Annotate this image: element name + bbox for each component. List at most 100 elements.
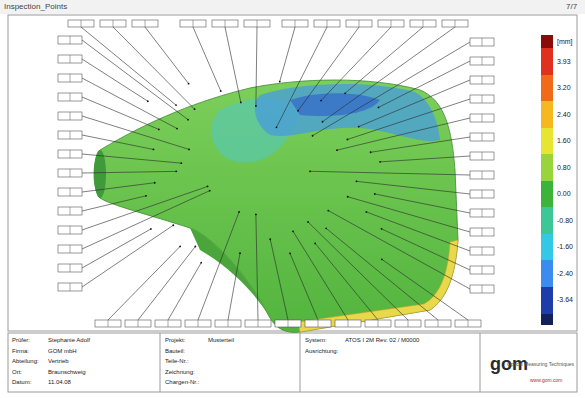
- leader-line: [108, 246, 180, 320]
- logo-tagline: Optical Measuring Techniques: [507, 362, 574, 367]
- footer-divider: [300, 333, 301, 392]
- leader-line: [256, 27, 257, 106]
- callout-box: [245, 320, 271, 327]
- inspection-point: [381, 228, 383, 230]
- callout-box: [58, 55, 82, 63]
- field-name: Bauteil:: [165, 348, 185, 354]
- inspection-point: [347, 196, 349, 198]
- leader-line: [371, 137, 470, 152]
- leader-line: [347, 99, 470, 139]
- inspection-point: [179, 245, 181, 247]
- callout-divider: [288, 320, 289, 327]
- report-title: Inspection_Points: [4, 3, 67, 11]
- part-flap: [190, 228, 270, 318]
- inspection-point: [145, 195, 147, 197]
- callout-box: [455, 320, 481, 327]
- leader-line: [310, 171, 470, 175]
- callout-box: [470, 266, 494, 274]
- leader-line: [82, 154, 181, 163]
- leader-line: [82, 116, 189, 149]
- inspection-point: [175, 104, 177, 106]
- color-swatch: [541, 207, 553, 234]
- header-bar: [0, 0, 585, 14]
- callout-divider: [168, 320, 169, 327]
- inspection-point: [175, 170, 177, 172]
- callout-divider: [378, 320, 379, 327]
- callout-box: [470, 76, 494, 84]
- scale-value: 2.40: [557, 111, 571, 118]
- callout-divider: [193, 20, 194, 27]
- callout-divider: [318, 320, 319, 327]
- field-name: Ort:: [12, 369, 22, 375]
- leader-line: [280, 27, 295, 82]
- callout-box: [58, 112, 82, 120]
- inspection-point: [297, 110, 299, 112]
- callout-box: [275, 320, 301, 327]
- inspection-point: [325, 227, 327, 229]
- inspection-point: [220, 90, 222, 92]
- callout-divider: [482, 228, 483, 236]
- footer-divider: [480, 333, 481, 392]
- inspection-point: [188, 83, 190, 85]
- footer-frame: [8, 333, 577, 392]
- callout-box: [470, 171, 494, 179]
- inspection-point: [172, 224, 174, 226]
- callout-box: [395, 320, 421, 327]
- inspection-point: [194, 108, 196, 110]
- callout-box: [378, 20, 404, 27]
- callout-box: [470, 285, 494, 293]
- inspection-point: [336, 149, 338, 151]
- callout-divider: [258, 320, 259, 327]
- callout-divider: [70, 245, 71, 253]
- leader-line: [82, 78, 177, 129]
- callout-box: [305, 320, 331, 327]
- field-value: Vertrieb: [48, 358, 69, 364]
- color-swatch: [541, 48, 553, 75]
- scale-value: 0.00: [557, 190, 571, 197]
- inspection-point: [292, 230, 294, 232]
- callout-divider: [70, 112, 71, 120]
- leader-line: [380, 156, 470, 162]
- leader-line: [276, 27, 327, 127]
- callout-box: [410, 20, 436, 27]
- leader-line: [356, 181, 470, 194]
- leader-line: [82, 186, 208, 230]
- callout-divider: [70, 188, 71, 196]
- field-value: Musterteil: [208, 337, 234, 343]
- leader-line: [82, 229, 151, 268]
- callout-divider: [81, 20, 82, 27]
- callout-box: [470, 38, 494, 46]
- leader-line: [82, 135, 153, 149]
- callout-box: [58, 264, 82, 272]
- leader-line: [298, 27, 359, 111]
- field-name: Prüfer:: [12, 337, 30, 343]
- inspection-point: [187, 119, 189, 121]
- leader-line: [359, 80, 470, 127]
- callout-box: [470, 228, 494, 236]
- callout-divider: [327, 20, 328, 27]
- scale-value: -0.80: [557, 217, 573, 224]
- callout-divider: [482, 95, 483, 103]
- callout-box: [58, 245, 82, 253]
- field-value: 11.04.08: [48, 379, 71, 385]
- callout-box: [58, 36, 82, 44]
- inspection-point: [327, 210, 329, 212]
- leader-line: [308, 222, 408, 320]
- deviation-edge: [298, 240, 458, 332]
- inspection-point: [269, 238, 271, 240]
- callout-box: [470, 152, 494, 160]
- inspection-point: [309, 170, 311, 172]
- leader-line: [138, 246, 195, 320]
- callout-box: [132, 20, 158, 27]
- callout-box: [244, 20, 270, 27]
- color-swatch: [541, 260, 553, 287]
- callout-box: [282, 20, 308, 27]
- callout-box: [58, 93, 82, 101]
- callout-divider: [198, 320, 199, 327]
- callout-box: [68, 20, 94, 27]
- callout-divider: [482, 247, 483, 255]
- inspection-point: [358, 126, 360, 128]
- inspection-point: [200, 262, 202, 264]
- inspection-point: [158, 129, 160, 131]
- leader-line: [378, 61, 470, 107]
